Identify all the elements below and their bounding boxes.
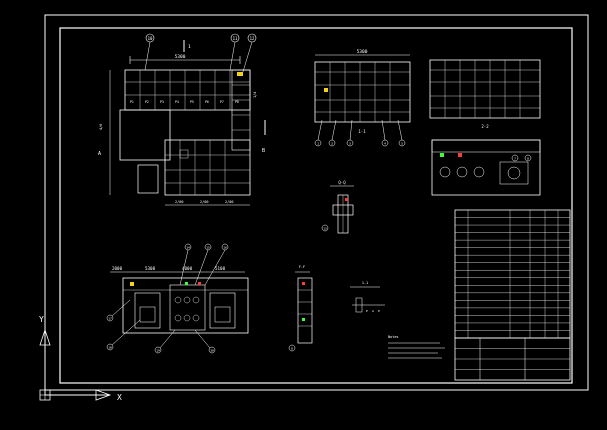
lower-dim-1: 2000 [112, 266, 123, 271]
small-center-detail: Q-Q 13 [321, 180, 354, 234]
lower-callout-3: 16 [223, 246, 227, 250]
outer-frame [44, 14, 589, 391]
axis-y-label: Y [39, 315, 44, 324]
front-callout-1: 1 [317, 142, 319, 146]
front-sub-label: 1-1 [358, 129, 366, 134]
svg-text:P7: P7 [220, 100, 224, 104]
lower-callout-7: 20 [210, 349, 214, 353]
plan-bottom-label-3: 2/00 [225, 200, 233, 204]
svg-text:P2: P2 [145, 100, 149, 104]
small-detail-title: Q-Q [338, 180, 346, 185]
plan-left-label: A [98, 151, 101, 157]
front-callout-4: 4 [384, 142, 386, 146]
plan-right-label: B [262, 148, 265, 154]
plan-bottom-label-1: 2/00 [175, 200, 183, 204]
svg-text:P5: P5 [190, 100, 194, 104]
svg-text:P4: P4 [175, 100, 179, 104]
svg-text:P3: P3 [160, 100, 164, 104]
small-section-label-1: P [366, 309, 368, 313]
lower-callout-6: 19 [156, 349, 160, 353]
lower-dim-2: 5300 [145, 266, 156, 271]
svg-text:P1: P1 [130, 100, 134, 104]
lower-callout-1: 14 [186, 246, 190, 250]
notes-block: Notes [388, 335, 445, 359]
title-block [454, 337, 571, 381]
plan-callout-1: 10 [148, 36, 153, 41]
front-callout-3: 3 [349, 142, 351, 146]
svg-text:P8: P8 [235, 100, 239, 104]
front-callout-2: 2 [331, 142, 333, 146]
svg-text:P6: P6 [205, 100, 209, 104]
section-top-label: F-F [299, 265, 305, 269]
plan-right-dim: 1/4 [253, 92, 257, 98]
inner-frame [59, 27, 573, 384]
small-section-label-2: A [372, 309, 374, 313]
plan-callout-2: 11 [233, 36, 238, 41]
small-section-label-3: P [378, 309, 380, 313]
small-section: 1-1 P A P [350, 281, 385, 313]
plan-bottom-label-2: 2/00 [200, 200, 208, 204]
lower-callout-5: 18 [108, 346, 112, 350]
front-dim-top: 5300 [357, 49, 368, 55]
plan-callout-3: 12 [250, 36, 255, 41]
material-table [454, 209, 571, 339]
lower-callout-2: 15 [206, 246, 210, 250]
lower-callout-4: 17 [108, 317, 112, 321]
side-sub-label: 2-2 [481, 124, 489, 129]
small-detail-callout: 13 [323, 227, 327, 231]
plan-left-dim: 4/6 [99, 124, 103, 130]
side-elevation: 2-2 [429, 59, 541, 129]
plan-section-mark: 1 [188, 44, 191, 50]
front-elevation: 5300 1 2 3 4 [314, 49, 411, 147]
axis-x-label: X [117, 393, 122, 402]
plan-view: 5300 10 11 12 1 P1 P2 P3 P4 P5 P6 [98, 33, 266, 206]
section-callout: 8 [291, 347, 293, 351]
small-section-title: 1-1 [362, 281, 368, 285]
section-detail: F-F 8 [288, 265, 313, 352]
front-callout-5: 5 [401, 142, 403, 146]
notes-heading: Notes [388, 335, 399, 339]
equipment-detail: 7 8 [431, 139, 541, 196]
lower-dim-4: 5100 [215, 266, 226, 271]
plan-dim-top: 5300 [175, 54, 186, 60]
detail-callout-1: 7 [514, 157, 516, 161]
lower-dim-3: 4000 [182, 266, 193, 271]
ucs-axis-icon: Y X [39, 315, 122, 402]
detail-callout-2: 8 [527, 157, 529, 161]
lower-elevation: 2000 5300 4000 5100 [106, 243, 249, 354]
